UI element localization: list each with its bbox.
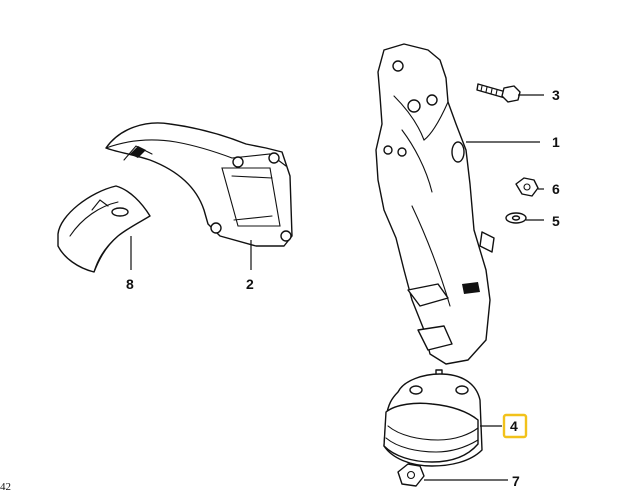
callout-3-label[interactable]: 3 (552, 87, 560, 103)
callout-5-label[interactable]: 5 (552, 213, 560, 229)
mounting-bracket-part-2[interactable] (105, 122, 293, 247)
callout-4-label[interactable]: 4 (510, 418, 518, 434)
nut-part-7[interactable] (397, 463, 425, 487)
callout-6-label[interactable]: 6 (552, 181, 560, 197)
nut-part-6[interactable] (515, 177, 539, 197)
diagram-code: 42 (0, 481, 11, 493)
callout-8-label[interactable]: 8 (126, 276, 134, 292)
heat-shield-part-8[interactable] (57, 185, 151, 273)
callout-2-label[interactable]: 2 (246, 276, 254, 292)
callout-1-label[interactable]: 1 (552, 134, 560, 150)
callout-4-highlight-box (502, 413, 528, 439)
callout-7-label[interactable]: 7 (512, 473, 520, 489)
rubber-mount-part-4[interactable] (383, 369, 483, 467)
engine-mount-bracket-part-1[interactable] (375, 43, 495, 365)
bolt-part-3[interactable] (476, 83, 521, 103)
washer-part-5[interactable] (505, 212, 527, 224)
